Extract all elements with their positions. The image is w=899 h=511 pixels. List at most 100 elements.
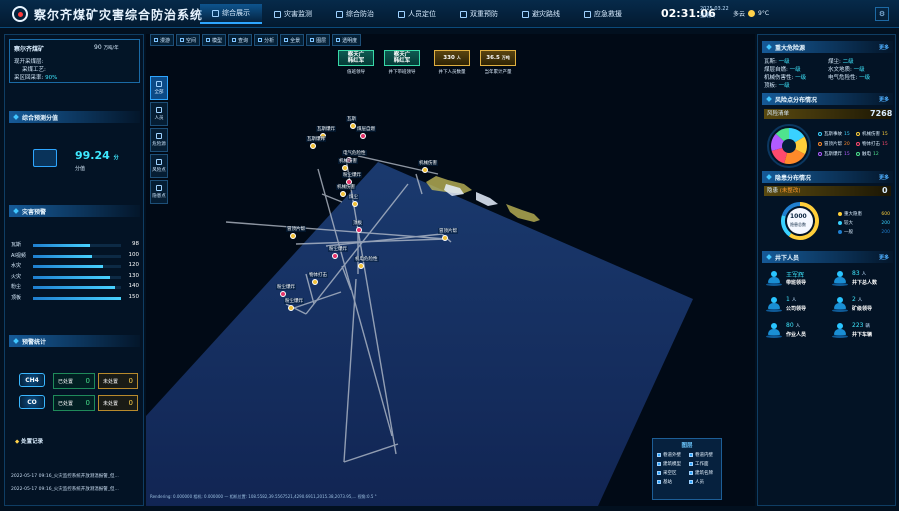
log-line-2[interactable]: 2022-05-17 09:16_火灾监控系统开放测温报警_但... [11,487,119,492]
hazard-pin-icon[interactable] [358,263,364,269]
map-hazard-label[interactable]: 粉尘爆炸 [342,172,362,178]
map-hazard-label[interactable]: 顶板 [352,220,363,226]
more-link[interactable]: 更多 [878,44,889,51]
risk-slice[interactable] [789,136,807,155]
map-hazard-label[interactable]: 粉尘爆炸 [276,284,296,290]
map-hazard-label[interactable]: 瓦斯爆炸 [316,126,336,132]
log-line-1[interactable]: 2022-05-17 09:16_火灾监控系统开放测温报警_但... [11,474,119,479]
map-hazard-label[interactable]: 物体打击 [308,272,328,278]
map-hazard-label[interactable]: 粉尘爆炸 [328,246,348,252]
legend-item[interactable]: 工作面 [689,461,719,467]
more-link[interactable]: 更多 [878,174,889,181]
personnel-cell[interactable]: 223 辆井下车辆 [832,321,894,341]
map-hazard-label[interactable]: 电气危险性 [342,150,367,156]
map-hazard-label[interactable]: 瓦斯爆炸 [306,136,326,142]
legend-item[interactable]: 采空区 [657,470,687,476]
personnel-cell[interactable]: 2 人矿级领导 [832,295,894,315]
hazard-pin-icon[interactable] [422,167,428,173]
legend-item[interactable]: 人员 [689,479,719,485]
hazard-pin-icon[interactable] [312,279,318,285]
hidden-danger-bar[interactable]: 隐患 (未整改) [764,186,891,196]
toolbar-model[interactable]: 模型 [202,34,227,46]
hazard-pin-icon[interactable] [290,233,296,239]
hazard-pin-icon[interactable] [356,227,362,233]
map-hazard-label[interactable]: 机械伤害 [336,184,356,190]
side-tool-all[interactable]: 全部 [150,76,168,100]
hidden-ring-arc[interactable] [788,202,819,240]
hazard-pin-icon[interactable] [288,305,294,311]
more-link[interactable]: 更多 [878,254,889,261]
risk-legend-item[interactable]: 瓦斯爆炸 15 [818,151,850,157]
toolbar-opacity[interactable]: 透明度 [332,34,362,46]
hazard-pin-icon[interactable] [280,291,286,297]
hazard-pin-icon[interactable] [332,253,338,259]
nav-rescue[interactable]: 应急救援 [572,4,634,24]
hazard-pin-icon[interactable] [350,123,356,129]
map-hazard-label[interactable]: 瓦斯 [346,116,357,122]
mine-3d-map[interactable]: 瓦斯煤层自燃瓦斯爆炸瓦斯爆炸电气危险性机械伤害机械伤害粉尘爆炸机械伤害煤尘顶板冒… [146,34,755,506]
risk-legend-item[interactable]: 物体打击 15 [856,141,888,147]
legend-item[interactable]: 建筑模型 [657,461,687,467]
map-hazard-label[interactable]: 冒顶片帮 [438,228,458,234]
toolbar-space[interactable]: 空间 [176,34,201,46]
hazard-pin-icon[interactable] [310,143,316,149]
risk-legend-item[interactable]: 触电 12 [856,151,879,157]
hidden-ring-arc[interactable] [781,202,801,217]
risk-legend-item[interactable]: 机械伤害 15 [856,131,888,137]
more-link[interactable]: 更多 [878,96,889,103]
nav-prevention[interactable]: 综合防治 [324,4,386,24]
nav-personnel[interactable]: 人员定位 [386,4,448,24]
toolbar-roam[interactable]: 漫游 [150,34,175,46]
nav-double-prevention[interactable]: 双重预防 [448,4,510,24]
personnel-cell[interactable]: 83 人井下总人数 [832,269,894,289]
hazard-pin-icon[interactable] [342,165,348,171]
toolbar-analysis[interactable]: 分析 [254,34,279,46]
map-hazard-label[interactable]: 机械伤害 [338,158,358,164]
nav-monitoring[interactable]: 灾害监测 [262,4,324,24]
risk-legend-item[interactable]: 冒顶片帮 20 [818,141,850,147]
map-hazard-label[interactable]: 冒顶片帮 [286,226,306,232]
hazard-pin-icon[interactable] [442,235,448,241]
personnel-cell[interactable]: 80 人作业人员 [766,321,828,341]
toolbar-query[interactable]: 查询 [228,34,253,46]
legend-item[interactable]: 基站 [657,479,687,485]
map-hazard-label[interactable]: 煤尘 [348,194,359,200]
map-hazard-label[interactable]: 煤层自燃 [356,126,376,132]
risk-legend-item[interactable]: 瓦斯事故 15 [818,131,850,137]
legend-item[interactable]: 建筑名牌 [689,470,719,476]
personnel-cell[interactable]: 王军辉 带班领导 [766,269,828,289]
nav-overview[interactable]: 综合展示 [200,4,262,24]
side-tool-hidden-danger[interactable]: 隐患点 [150,180,168,204]
side-tool-risk[interactable]: 风险点 [150,154,168,178]
hazard-pin-icon[interactable] [360,133,366,139]
nav-escape-route[interactable]: 避灾路线 [510,4,572,24]
legend-item[interactable]: 巷道外壁 [657,452,687,458]
risk-list-bar[interactable]: 风险清单 [764,109,891,119]
hidden-ring-arc[interactable] [781,215,792,237]
settings-icon[interactable]: ⚙ [875,7,889,21]
side-tool-hazard[interactable]: 危险源 [150,128,168,152]
map-hazard-label[interactable]: 粉尘爆炸 [284,298,304,304]
side-tool-personnel[interactable]: 人员 [150,102,168,126]
toolbar-panorama[interactable]: 全景 [280,34,305,46]
toolbar-layers[interactable]: 图层 [306,34,331,46]
map-hazard-label[interactable]: 机械伤害 [418,160,438,166]
legend-item[interactable]: 巷道内壁 [689,452,719,458]
personnel-cell[interactable]: 1 人公司领导 [766,295,828,315]
mine-3d-scene[interactable] [146,34,755,506]
hazard-pin-icon[interactable] [340,191,346,197]
map-hazard-label[interactable]: 机电危险性 [354,256,379,262]
